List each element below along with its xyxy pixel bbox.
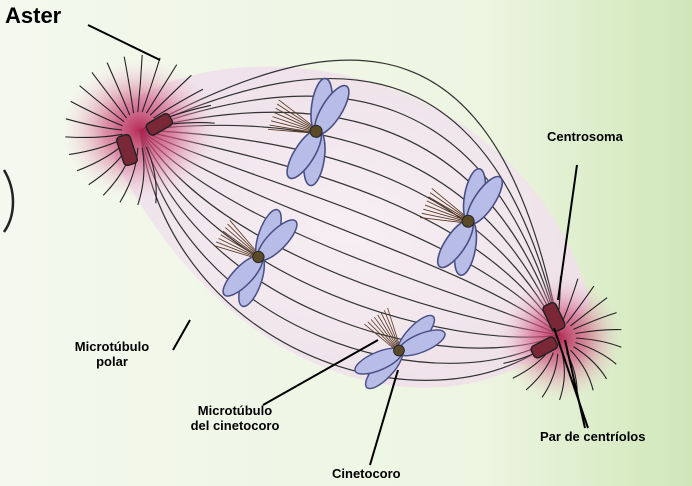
- right-aster: [498, 276, 622, 400]
- label-microtubulo-cinetocoro-line2: del cinetocoro: [170, 419, 300, 434]
- label-microtubulo-polar: Microtúbulo polar: [52, 340, 172, 370]
- label-centrosoma: Centrosoma: [547, 130, 623, 145]
- label-microtubulo-cinetocoro: Microtúbulo del cinetocoro: [170, 404, 300, 434]
- label-microtubulo-cinetocoro-line1: Microtúbulo: [170, 404, 300, 419]
- label-microtubulo-polar-line1: Microtúbulo: [52, 340, 172, 355]
- label-microtubulo-polar-line2: polar: [52, 355, 172, 370]
- label-par-centriolos: Par de centríolos: [540, 430, 645, 445]
- label-cinetocoro: Cinetocoro: [332, 467, 401, 482]
- label-aster: Aster: [5, 3, 61, 28]
